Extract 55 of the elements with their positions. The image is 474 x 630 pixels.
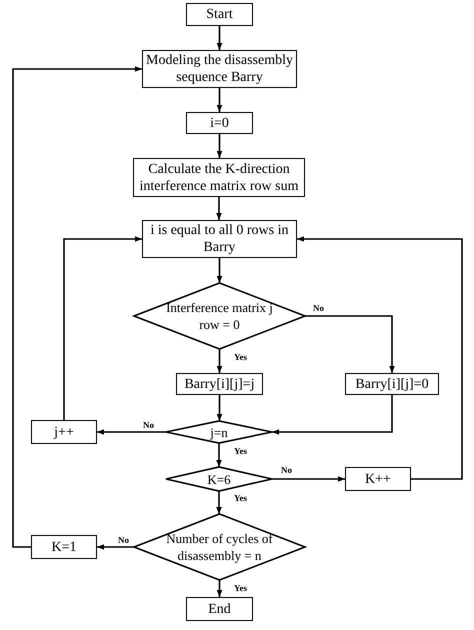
arrow bbox=[97, 429, 166, 435]
edge-label: Yes bbox=[233, 352, 248, 362]
node-label: Number of cycles of disassembly = n bbox=[165, 530, 274, 564]
process-box bbox=[31, 420, 97, 444]
node-label: Barry[i][j]=0 bbox=[355, 376, 429, 392]
process-box bbox=[31, 535, 97, 559]
process-box bbox=[133, 158, 305, 197]
decision-diamond bbox=[166, 421, 272, 443]
edge-label: No bbox=[280, 465, 293, 475]
arrow bbox=[272, 395, 393, 435]
process-box bbox=[186, 597, 253, 621]
edge-label: Yes bbox=[233, 493, 248, 503]
edge-label: Yes bbox=[233, 583, 248, 593]
process-box bbox=[186, 3, 253, 26]
node-label: Start bbox=[206, 6, 233, 23]
node-label: End bbox=[208, 600, 231, 618]
edge-label: No bbox=[312, 303, 325, 313]
process-box bbox=[142, 220, 297, 258]
arrow bbox=[216, 26, 222, 50]
arrow bbox=[216, 443, 222, 467]
node-label: K=6 bbox=[207, 470, 231, 488]
decision-diamond bbox=[134, 283, 305, 349]
arrow bbox=[216, 88, 222, 112]
edge-label: No bbox=[117, 535, 130, 545]
arrow bbox=[216, 349, 222, 373]
arrow bbox=[216, 197, 222, 220]
node-label: K++ bbox=[365, 470, 391, 488]
arrow bbox=[272, 476, 345, 482]
node-label: K=1 bbox=[51, 538, 76, 556]
arrow bbox=[216, 580, 222, 597]
decision-diamond bbox=[134, 514, 305, 580]
arrow bbox=[297, 236, 463, 480]
process-box bbox=[345, 467, 411, 491]
node-label: Interference matrix j row = 0 bbox=[165, 299, 274, 333]
node-label: Modeling the disassembly sequence Barry bbox=[145, 52, 294, 86]
node-label: j=n bbox=[210, 424, 228, 440]
arrow bbox=[12, 66, 142, 548]
arrow bbox=[216, 258, 222, 283]
process-box bbox=[176, 373, 263, 395]
node-label: j++ bbox=[54, 424, 74, 440]
node-label: i is equal to all 0 rows in Barry bbox=[149, 222, 290, 256]
arrow bbox=[305, 315, 395, 373]
arrow bbox=[216, 491, 222, 514]
node-label: Barry[i][j]=j bbox=[184, 376, 255, 392]
arrow bbox=[216, 395, 222, 421]
arrow bbox=[216, 134, 222, 158]
edge-label: No bbox=[142, 420, 155, 430]
decision-diamond bbox=[166, 467, 272, 491]
process-box bbox=[345, 373, 439, 395]
arrow bbox=[97, 544, 134, 550]
node-label: Calculate the K-direction interference matrix row sum bbox=[138, 160, 300, 194]
process-box bbox=[186, 112, 253, 134]
arrow bbox=[63, 236, 142, 420]
edge-label: Yes bbox=[233, 446, 248, 456]
node-label: i=0 bbox=[210, 114, 229, 132]
